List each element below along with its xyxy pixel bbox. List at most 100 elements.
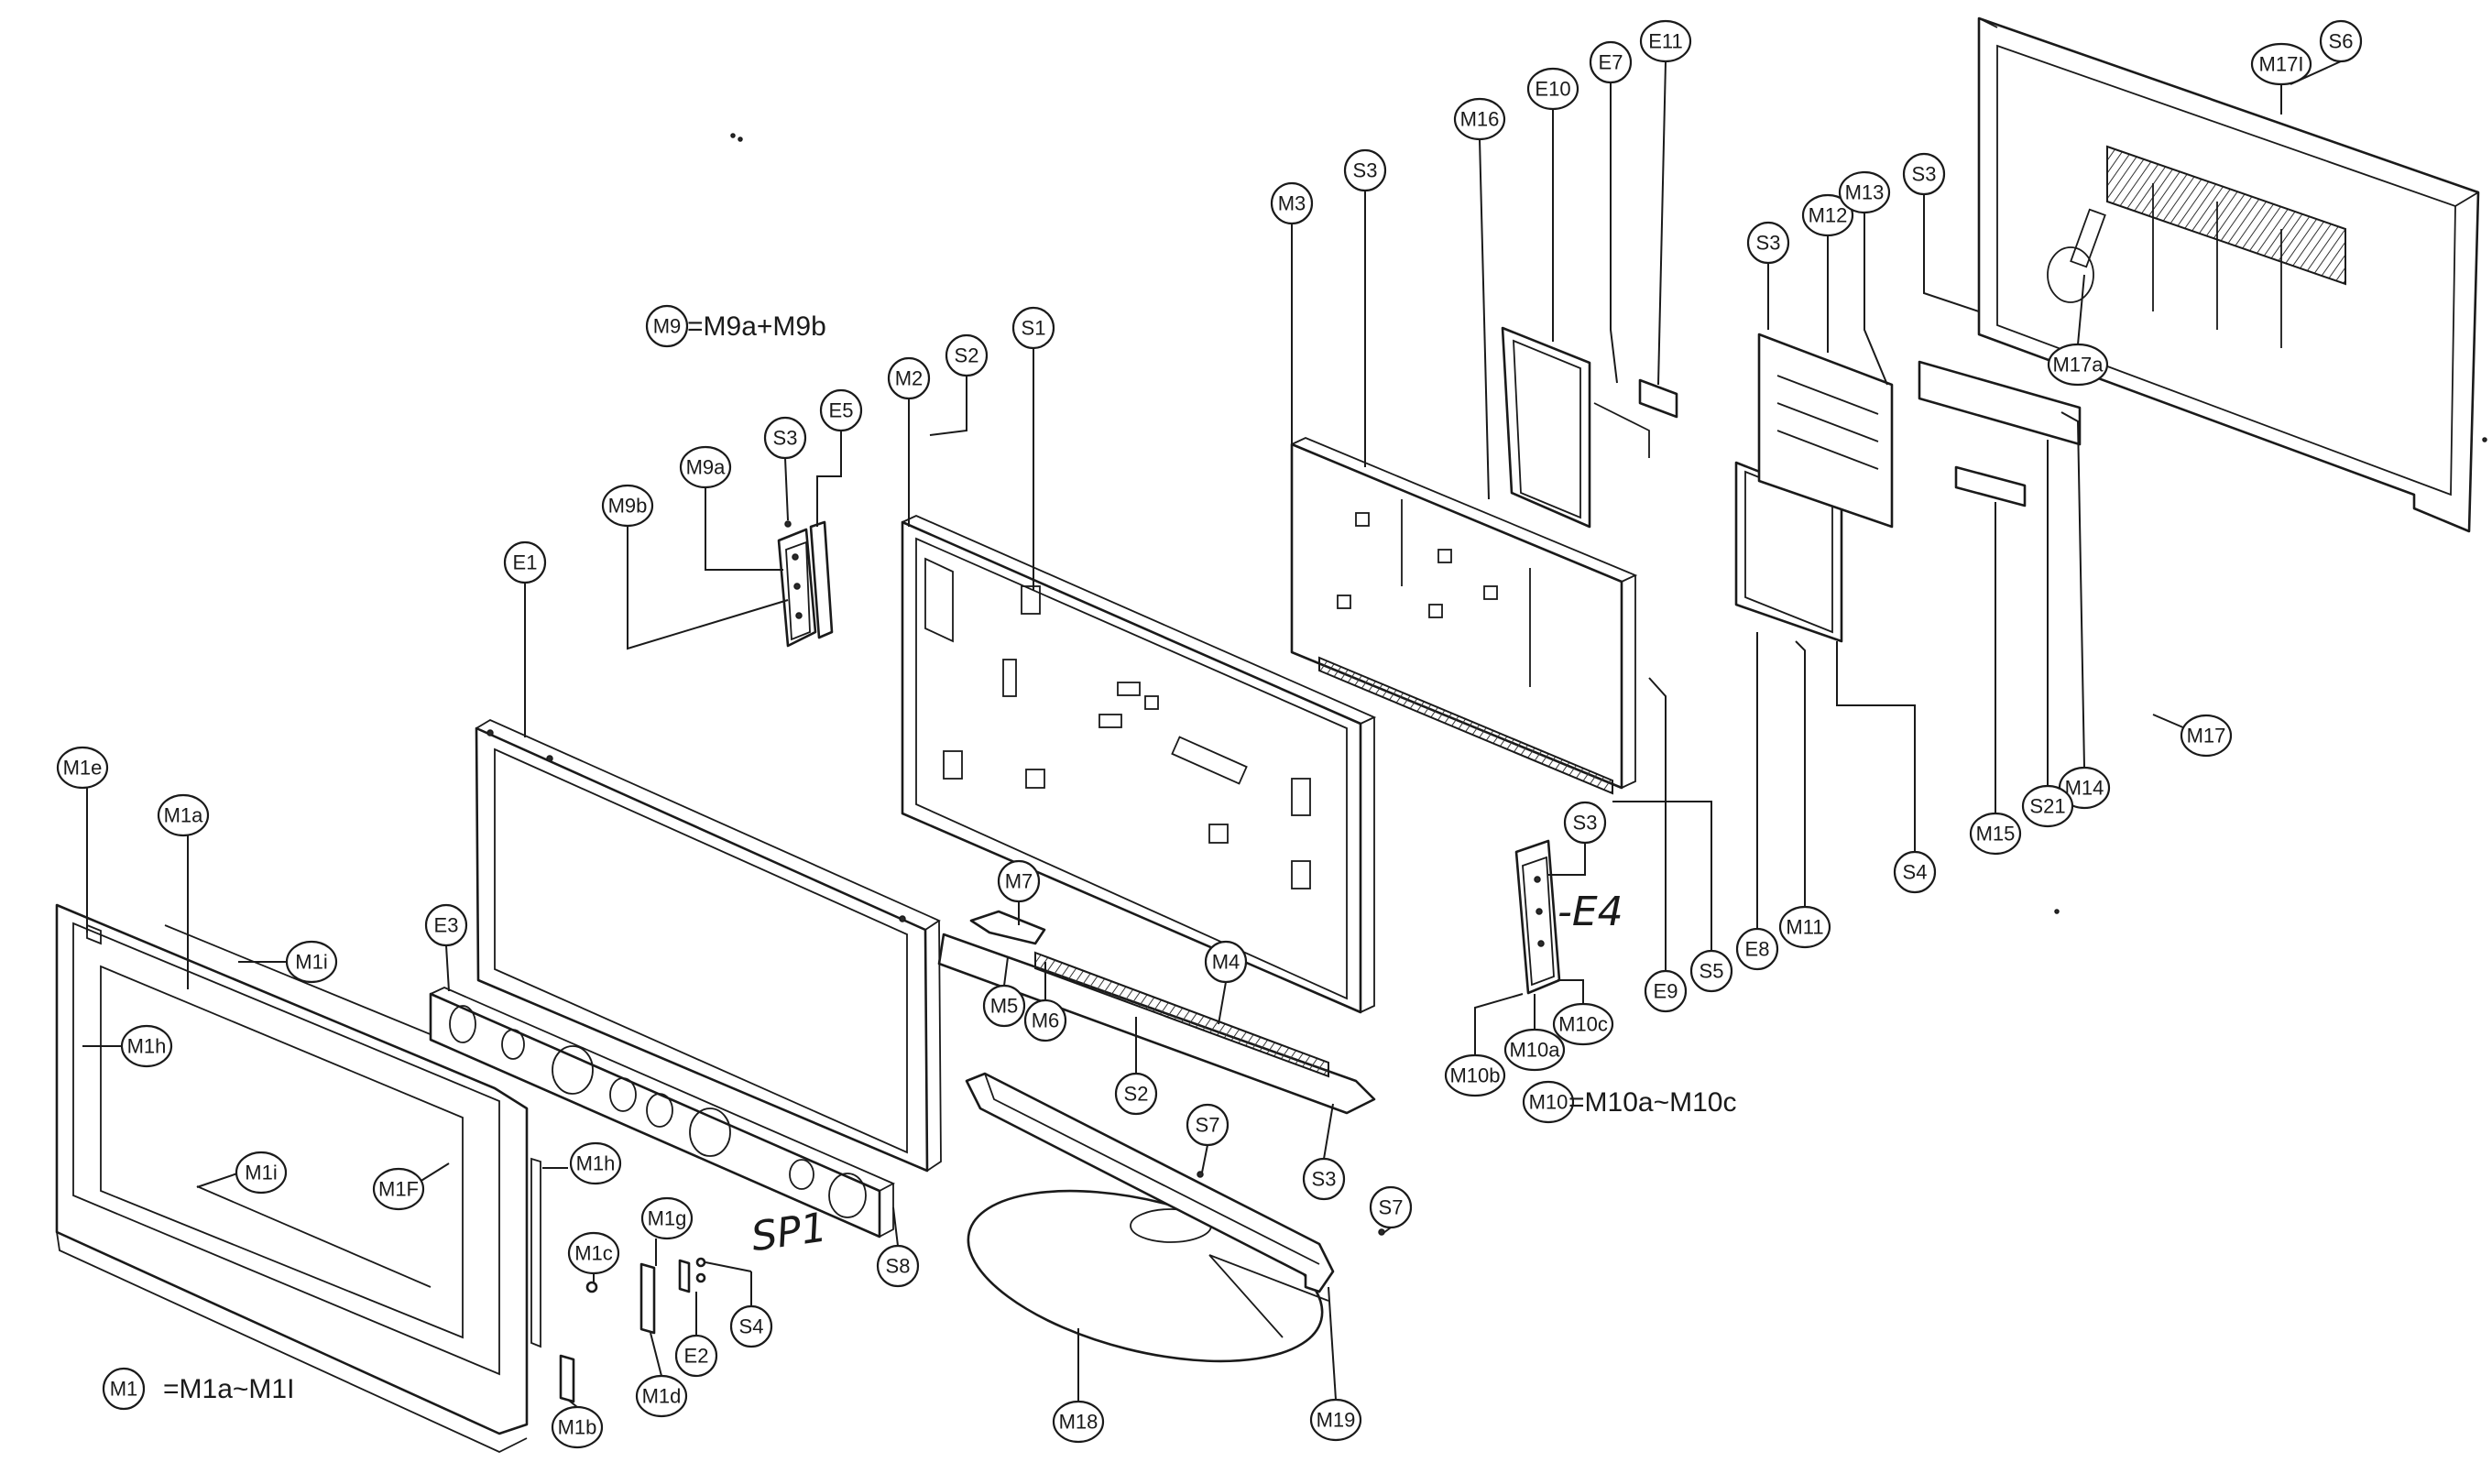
callout-ring: [876, 1244, 920, 1288]
callout-ring: [1644, 969, 1688, 1013]
callout-label: M1e: [63, 757, 103, 780]
callout-ring: [1969, 812, 2022, 856]
callout-s3: S3: [763, 416, 807, 460]
callout-ring: [645, 304, 689, 348]
equation-m10: =M10a~M10c: [1568, 1087, 1736, 1118]
callout-ring: [503, 540, 547, 584]
callout-label: M10c: [1558, 1013, 1608, 1036]
callout-ring: [887, 356, 931, 400]
callout-label: E8: [1745, 938, 1770, 961]
callout-label: M11: [1786, 916, 1823, 939]
callout-m6: M6: [1023, 998, 1067, 1042]
callout-m1e: M1e: [56, 746, 109, 790]
handwritten-e4-label: -E4: [1558, 889, 1623, 935]
shield-plate-m3: [1290, 437, 1638, 795]
callout-ring: [56, 746, 109, 790]
callout-label: S1: [1022, 317, 1046, 340]
callout-label: M9: [653, 315, 682, 338]
callout-m1i: M1i: [235, 1151, 288, 1195]
callout-ring: [1453, 97, 1506, 141]
callout-label: S7: [1196, 1114, 1220, 1137]
callout-m19: M19: [1309, 1398, 1362, 1442]
callout-ring: [640, 1196, 694, 1240]
callout-ring: [729, 1304, 773, 1348]
callout-label: E1: [513, 551, 538, 574]
callout-label: S2: [955, 344, 979, 367]
callout-m16: M16: [1453, 97, 1506, 141]
callout-ring: [1011, 306, 1055, 350]
callout-label: E5: [829, 399, 854, 422]
callout-s5: S5: [1689, 949, 1733, 993]
callout-ring: [569, 1141, 622, 1185]
callout-ring: [1444, 1053, 1506, 1097]
equation-m1-text: =M1a~M1I: [163, 1374, 294, 1404]
callout-label: M1i: [295, 951, 327, 974]
callout-e5: E5: [819, 388, 863, 432]
callout-m1d: M1d: [635, 1374, 688, 1418]
callout-ring: [1746, 221, 1790, 265]
callout-s4: S4: [729, 1304, 773, 1348]
callout-label: M1: [110, 1378, 138, 1401]
leader-lines: [82, 60, 2342, 1408]
callout-ring: [1503, 1028, 1566, 1072]
callout-e2: E2: [674, 1334, 718, 1378]
callout-ring: [235, 1151, 288, 1195]
callout-ring: [2047, 343, 2109, 387]
callout-label: M10a: [1509, 1039, 1560, 1062]
scan-speck: [730, 133, 736, 138]
callout-m10: M10: [1522, 1080, 1575, 1124]
callout-ring: [285, 940, 338, 984]
callout-s7: S7: [1186, 1103, 1230, 1147]
callout-ring: [1369, 1185, 1413, 1229]
callout-label: E10: [1535, 78, 1570, 101]
callout-ring: [819, 388, 863, 432]
callout-ring: [1309, 1398, 1362, 1442]
equation-m9: =M9a+M9b: [687, 311, 826, 342]
callout-ring: [2180, 714, 2233, 758]
callout-ring: [1735, 927, 1779, 971]
callout-label: M6: [1032, 1009, 1060, 1032]
callout-m10a: M10a: [1503, 1028, 1566, 1072]
pcb-boards: [1501, 326, 2082, 643]
callout-label: M13: [1845, 181, 1885, 204]
callout-m1g: M1g: [640, 1196, 694, 1240]
callout-label: S2: [1124, 1083, 1149, 1106]
callout-label: M1a: [164, 804, 204, 827]
callout-m12: M12: [1801, 193, 1854, 237]
callout-e3: E3: [424, 903, 468, 947]
callout-ring: [102, 1367, 146, 1411]
callout-ring: [2319, 19, 2363, 63]
equation-m9-text: =M9a+M9b: [687, 311, 826, 342]
callout-m11: M11: [1778, 905, 1831, 949]
callout-ring: [945, 333, 989, 377]
callout-label: M9a: [686, 456, 727, 479]
equation-m10-text: =M10a~M10c: [1568, 1087, 1736, 1118]
callout-ring: [567, 1231, 620, 1275]
callout-label: E9: [1654, 980, 1678, 1003]
callout-label: M9b: [608, 495, 648, 518]
callout-ring: [120, 1024, 173, 1068]
callout-m1b: M1b: [551, 1405, 604, 1449]
callout-m15: M15: [1969, 812, 2022, 856]
callout-m3: M3: [1270, 181, 1314, 225]
callout-label: S3: [1312, 1168, 1337, 1191]
callout-ring: [1563, 801, 1607, 845]
callout-label: E11: [1648, 30, 1683, 53]
callout-ring: [2250, 42, 2312, 86]
callout-ring: [424, 903, 468, 947]
callout-e9: E9: [1644, 969, 1688, 1013]
callout-ring: [635, 1374, 688, 1418]
callout-m17i: M17I: [2250, 42, 2312, 86]
callout-ring: [1186, 1103, 1230, 1147]
callout-label: M19: [1317, 1409, 1356, 1432]
main-chassis-m2: [901, 515, 1377, 1014]
callout-label: S8: [886, 1255, 911, 1278]
callout-s3: S3: [1302, 1157, 1346, 1201]
callout-m1f: M1F: [372, 1167, 425, 1211]
callout-label: M16: [1460, 108, 1500, 131]
scan-speck: [2482, 437, 2487, 442]
callout-m10c: M10c: [1552, 1002, 1614, 1046]
callout-ring: [1552, 1002, 1614, 1046]
scan-speck: [738, 136, 743, 142]
